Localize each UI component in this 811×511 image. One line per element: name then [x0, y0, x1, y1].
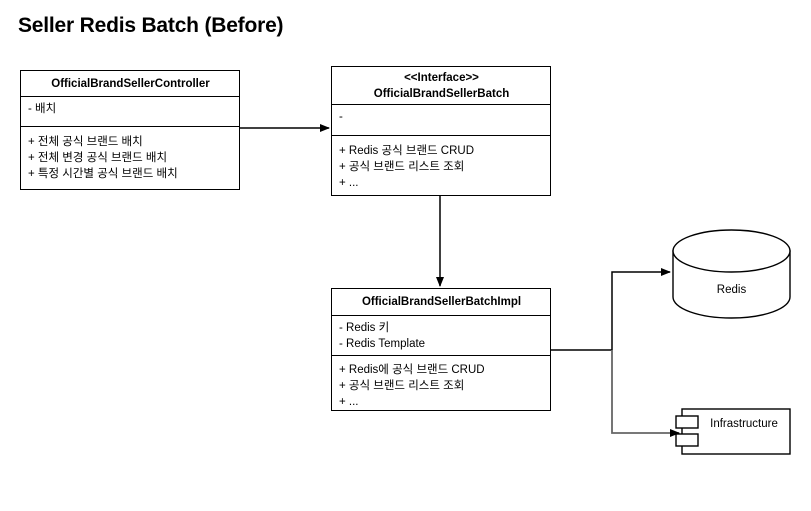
page-title: Seller Redis Batch (Before): [18, 14, 284, 37]
connector-impl-to-redis: [611, 268, 671, 350]
method-row: + ...: [339, 177, 359, 189]
class-name-interface: <<Interface>> OfficialBrandSellerBatch: [332, 67, 550, 105]
component-shape-infrastructure[interactable]: [675, 408, 791, 455]
class-box-controller[interactable]: OfficialBrandSellerController - 배치 + 전체 …: [20, 70, 240, 190]
method-row: + 전체 변경 공식 브랜드 배치: [28, 152, 168, 164]
method-row: + Redis 공식 브랜드 CRUD: [339, 145, 475, 157]
attribute-row: - Redis Template: [339, 338, 426, 350]
database-label-redis: Redis: [716, 284, 747, 296]
class-attributes-impl: - Redis 키 - Redis Template: [332, 316, 550, 356]
class-methods-controller: + 전체 공식 브랜드 배치 + 전체 변경 공식 브랜드 배치 + 특정 시간…: [21, 127, 239, 189]
class-box-impl[interactable]: OfficialBrandSellerBatchImpl - Redis 키 -…: [331, 288, 551, 411]
class-stereotype-text: <<Interface>>: [404, 72, 479, 84]
component-label-infrastructure: Infrastructure: [710, 418, 778, 430]
class-title-text: OfficialBrandSellerController: [51, 78, 210, 90]
class-attributes-controller: - 배치: [21, 97, 239, 127]
arrowhead-infrastructure: [670, 429, 680, 437]
method-row: + 특정 시간별 공식 브랜드 배치: [28, 168, 178, 180]
method-row: + ...: [339, 396, 359, 408]
method-row: + 전체 공식 브랜드 배치: [28, 136, 143, 148]
class-title-text: OfficialBrandSellerBatchImpl: [361, 296, 522, 308]
class-box-interface[interactable]: <<Interface>> OfficialBrandSellerBatch -…: [331, 66, 551, 196]
database-shape-redis[interactable]: [672, 229, 791, 319]
class-attributes-interface: -: [332, 105, 550, 136]
class-title-text: OfficialBrandSellerBatch: [373, 88, 510, 100]
attribute-row: - 배치: [28, 103, 57, 115]
attribute-row: -: [339, 111, 343, 123]
method-row: + Redis에 공식 브랜드 CRUD: [339, 364, 485, 376]
method-row: + 공식 브랜드 리스트 조회: [339, 161, 465, 173]
method-row: + 공식 브랜드 리스트 조회: [339, 380, 465, 392]
class-methods-interface: + Redis 공식 브랜드 CRUD + 공식 브랜드 리스트 조회 + ..…: [332, 136, 550, 197]
attribute-row: - Redis 키: [339, 322, 390, 334]
class-name-impl: OfficialBrandSellerBatchImpl: [332, 289, 550, 316]
connector-impl-to-infrastructure: [611, 350, 679, 434]
class-methods-impl: + Redis에 공식 브랜드 CRUD + 공식 브랜드 리스트 조회 + .…: [332, 356, 550, 412]
class-name-controller: OfficialBrandSellerController: [21, 71, 239, 97]
